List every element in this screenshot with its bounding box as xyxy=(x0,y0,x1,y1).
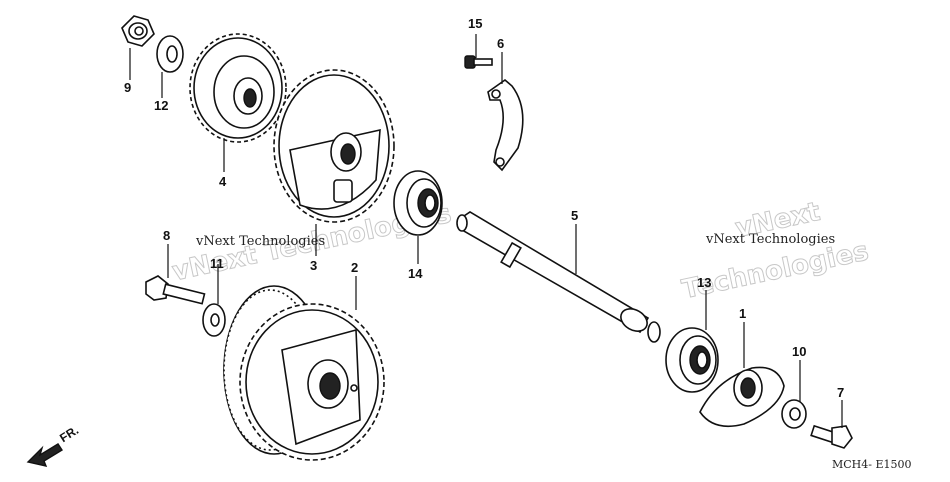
callout-13: 13 xyxy=(697,275,711,290)
callout-9: 9 xyxy=(124,80,131,95)
watermark-left-brand: vNext Technologies xyxy=(195,234,325,249)
callout-12: 12 xyxy=(154,98,168,113)
front-direction-arrow: FR. xyxy=(26,423,81,467)
part-1-cam xyxy=(699,366,785,428)
callout-10: 10 xyxy=(792,344,806,359)
callout-7: 7 xyxy=(837,385,844,400)
part-15-bolt xyxy=(464,55,493,69)
part-10-washer xyxy=(781,399,807,429)
callout-5: 5 xyxy=(571,208,578,223)
callout-1: 1 xyxy=(739,306,746,321)
callout-14: 14 xyxy=(408,266,423,281)
callout-2: 2 xyxy=(351,260,358,275)
part-9-nut xyxy=(121,15,155,47)
part-7-bolt xyxy=(810,424,853,449)
part-5-shaft xyxy=(456,211,661,343)
part-11-washer xyxy=(202,303,226,337)
callout-4: 4 xyxy=(219,174,227,189)
diagram-reference-code: MCH4- E1500 xyxy=(832,458,912,471)
part-14-bearing xyxy=(393,170,443,236)
part-4-gear xyxy=(189,33,287,143)
callout-3: 3 xyxy=(310,258,317,273)
leader-lines xyxy=(129,34,843,428)
part-2-assembly xyxy=(223,285,385,461)
part-12-washer xyxy=(156,35,184,73)
part-13-bearing xyxy=(665,327,719,393)
callout-8: 8 xyxy=(163,228,170,243)
part-3-gear xyxy=(273,69,395,223)
callout-11: 11 xyxy=(210,256,224,271)
callout-6: 6 xyxy=(497,36,504,51)
front-direction-label: FR. xyxy=(57,423,81,445)
part-8-bolt xyxy=(145,275,206,305)
part-6-bracket xyxy=(487,78,524,172)
watermark-right-brand: vNext Technologies xyxy=(705,232,835,247)
callout-15: 15 xyxy=(468,16,482,31)
